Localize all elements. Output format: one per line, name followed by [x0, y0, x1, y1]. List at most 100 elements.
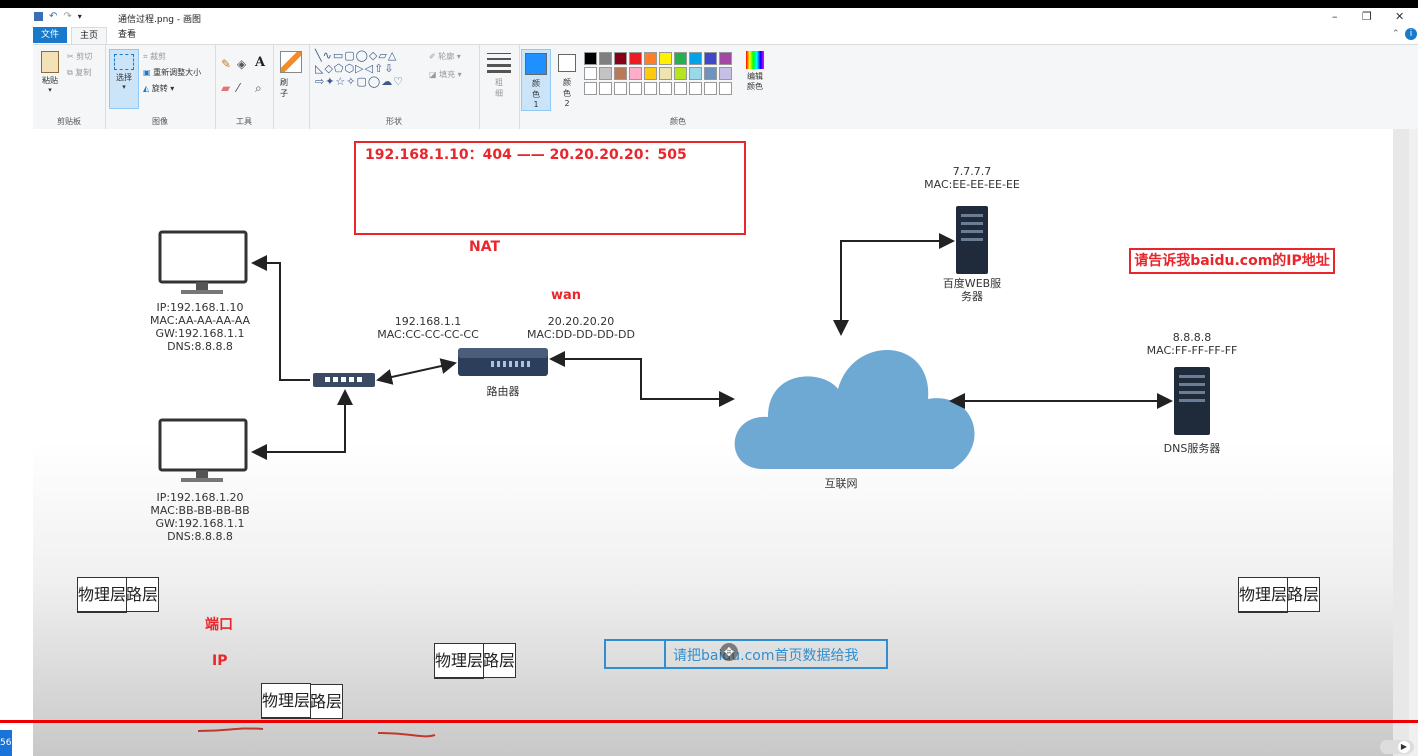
palette-swatch-row1-6[interactable]	[674, 52, 687, 65]
size-button[interactable]: 粗细	[487, 53, 511, 99]
tab-file[interactable]: 文件	[33, 27, 67, 43]
outline-icon: ✐	[429, 52, 436, 61]
video-progress-bar[interactable]	[0, 720, 1418, 723]
text-icon[interactable]: A	[255, 55, 266, 70]
outline-button[interactable]: ✐ 轮廓 ▾	[429, 52, 461, 61]
palette-custom-swatch-2[interactable]	[614, 82, 627, 95]
video-toggle-button[interactable]: ▶	[1380, 740, 1414, 754]
palette-custom-swatch-9[interactable]	[719, 82, 732, 95]
eraser-icon[interactable]: ▰	[221, 81, 231, 95]
close-button[interactable]: ✕	[1395, 10, 1405, 23]
palette-custom-swatch-4[interactable]	[644, 82, 657, 95]
dns-server-ip: 8.8.8.8	[1172, 331, 1212, 344]
internet-cloud-icon	[734, 349, 975, 469]
crop-icon: ⌗	[143, 52, 148, 61]
nat-table-box	[354, 141, 746, 235]
vertical-scrollbar[interactable]	[1409, 129, 1418, 756]
tab-view[interactable]: 查看	[117, 30, 136, 40]
router-lan-mac: MAC:CC-CC-CC-CC	[377, 328, 479, 341]
palette-swatch-row2-5[interactable]	[659, 67, 672, 80]
brushes-button[interactable]: 刷子	[279, 51, 303, 99]
palette-swatch-row2-4[interactable]	[644, 67, 657, 80]
palette-custom-swatch-5[interactable]	[659, 82, 672, 95]
color-picker-icon[interactable]: ⁄	[237, 81, 240, 95]
web-server-label-line2: 务器	[961, 290, 983, 303]
fill-button[interactable]: ◪ 填充 ▾	[429, 70, 462, 79]
paint-window: ↶ ↷ ▾ 通信过程.png - 画图 – ❐ ✕ 文件 主页 查看 ⌃ i 粘…	[0, 8, 1418, 756]
fill-label: 填充	[439, 70, 456, 79]
palette-swatch-row2-6[interactable]	[674, 67, 687, 80]
palette-swatch-row2-1[interactable]	[599, 67, 612, 80]
customize-dropdown-icon[interactable]: ▾	[77, 12, 82, 21]
pc2-switch-link	[251, 389, 353, 460]
palette-custom-swatch-8[interactable]	[704, 82, 717, 95]
shapes-gallery[interactable]: ╲∿▭▢◯◇▱△◺◇⬠⬡▷◁⇧⇩⇨✦☆✧▢◯☁♡	[315, 49, 405, 88]
palette-swatch-row1-1[interactable]	[599, 52, 612, 65]
pc2-monitor-icon	[158, 418, 248, 482]
copy-button[interactable]: ⧉ 复制	[67, 67, 91, 78]
palette-swatch-row2-3[interactable]	[629, 67, 642, 80]
magnifier-icon[interactable]: ⌕	[255, 81, 262, 95]
save-icon[interactable]	[34, 12, 43, 21]
clipboard-icon	[41, 51, 59, 73]
network-diagram	[158, 141, 1210, 738]
fill-bucket-icon[interactable]: ◈	[237, 57, 247, 71]
brush-icon	[280, 51, 302, 73]
scissors-icon: ✂	[67, 52, 74, 61]
maximize-button[interactable]: ❐	[1362, 10, 1372, 23]
palette-swatch-row1-5[interactable]	[659, 52, 672, 65]
pencil-icon[interactable]: ✎	[221, 57, 232, 71]
rotate-button[interactable]: ◭ 旋转 ▾	[143, 84, 175, 93]
web-server-label: 百度WEB服 务器	[933, 277, 1011, 303]
palette-swatch-row2-7[interactable]	[689, 67, 702, 80]
color1-button[interactable]: 颜色 1	[521, 49, 551, 111]
tools-group-label: 工具	[236, 117, 252, 126]
collapse-ribbon-icon[interactable]: ⌃	[1392, 29, 1400, 39]
nat-label: NAT	[469, 239, 501, 255]
select-button[interactable]: 选择 ▾	[109, 49, 139, 109]
cut-button[interactable]: ✂ 剪切	[67, 51, 92, 62]
crop-button[interactable]: ⌗ 裁剪	[143, 51, 166, 62]
palette-swatch-row1-0[interactable]	[584, 52, 597, 65]
paste-button[interactable]: 粘贴 ▾	[38, 51, 62, 94]
palette-swatch-row1-9[interactable]	[719, 52, 732, 65]
palette-swatch-row1-4[interactable]	[644, 52, 657, 65]
ribbon-tabs: 文件 主页 查看 ⌃ i	[0, 26, 1418, 44]
stack-left-layer-4: 物理层	[77, 576, 128, 612]
color2-button[interactable]: 颜色 2	[553, 49, 581, 109]
palette-custom-swatch-7[interactable]	[689, 82, 702, 95]
palette-custom-swatch-3[interactable]	[629, 82, 642, 95]
web-server-info: 7.7.7.7 MAC:EE-EE-EE-EE	[913, 165, 1031, 191]
pc1-dns: DNS:8.8.8.8	[167, 340, 233, 353]
router-label: 路由器	[486, 385, 520, 398]
palette-custom-swatch-1[interactable]	[599, 82, 612, 95]
ip-layer-label: IP	[212, 653, 228, 669]
crop-label: 裁剪	[150, 52, 167, 61]
palette-swatch-row1-7[interactable]	[689, 52, 702, 65]
palette-swatch-row2-2[interactable]	[614, 67, 627, 80]
minimize-button[interactable]: –	[1332, 10, 1338, 23]
palette-swatch-row2-0[interactable]	[584, 67, 597, 80]
redo-icon[interactable]: ↷	[63, 11, 72, 22]
pc1-monitor-icon	[158, 230, 248, 294]
palette-swatch-row2-9[interactable]	[719, 67, 732, 80]
move-cursor-icon: ✥	[720, 643, 738, 661]
drawing-canvas[interactable]: 192.168.1.10：404 —— 20.20.20.20：505 NAT …	[33, 129, 1393, 756]
help-icon[interactable]: i	[1405, 28, 1417, 40]
tab-home[interactable]: 主页	[71, 27, 107, 44]
palette-swatch-row1-2[interactable]	[614, 52, 627, 65]
palette-swatch-row2-8[interactable]	[704, 67, 717, 80]
edit-colors-button[interactable]: 编辑颜色	[743, 51, 767, 92]
pc2-info: IP:192.168.1.20 MAC:BB-BB-BB-BB GW:192.1…	[145, 491, 255, 543]
undo-icon[interactable]: ↶	[49, 11, 58, 22]
palette-swatch-row1-3[interactable]	[629, 52, 642, 65]
select-label: 选择	[116, 73, 132, 82]
pc1-switch-link	[251, 255, 310, 381]
color2-swatch	[558, 54, 576, 72]
image-group: 选择 ▾ ⌗ 裁剪 ▣ 重新调整大小 ◭ 旋转 ▾ 图像	[105, 45, 216, 129]
palette-swatch-row1-8[interactable]	[704, 52, 717, 65]
palette-custom-swatch-6[interactable]	[674, 82, 687, 95]
palette-custom-swatch-0[interactable]	[584, 82, 597, 95]
resize-button[interactable]: ▣ 重新调整大小	[143, 67, 201, 78]
clipboard-group-label: 剪贴板	[57, 117, 81, 126]
